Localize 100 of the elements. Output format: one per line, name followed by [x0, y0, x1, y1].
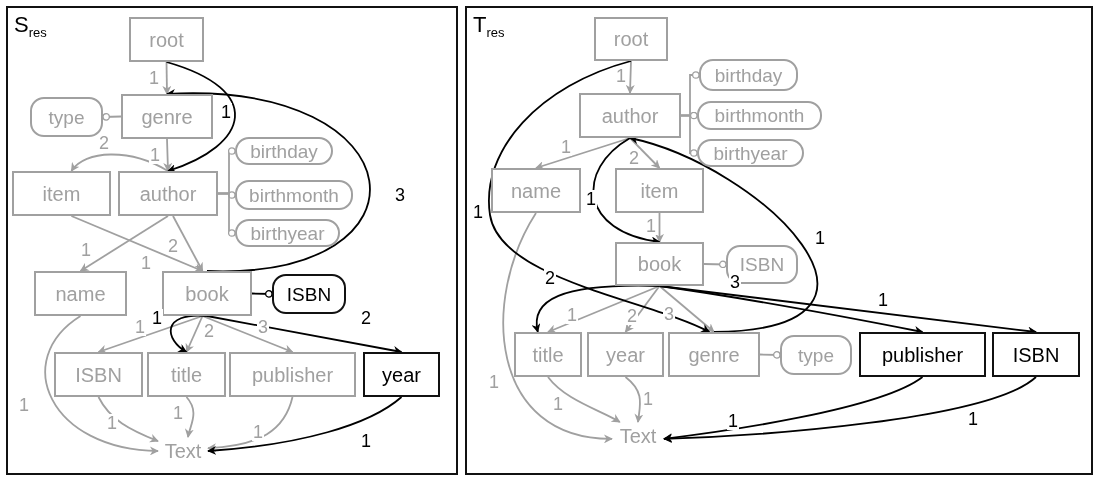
- arrow: [592, 137, 661, 245]
- arrow: [97, 396, 159, 443]
- edge-label: 3: [729, 273, 741, 291]
- arrow: [625, 60, 635, 94]
- node-label: publisher: [251, 364, 334, 385]
- arrow: [97, 315, 204, 354]
- edge-label: 1: [645, 217, 657, 235]
- node-label: author: [139, 183, 197, 204]
- node-label: ISBN: [739, 255, 785, 274]
- edge-label: 1: [80, 241, 92, 259]
- edge-label: 1: [18, 396, 30, 414]
- edge-label: 1: [148, 69, 160, 87]
- node-label: ISBN: [286, 284, 332, 304]
- node-label: publisher: [881, 344, 964, 365]
- attribute-connector: [251, 290, 273, 298]
- edge-label: 2: [203, 322, 215, 340]
- arrow: [172, 215, 204, 272]
- edge-label: 1: [220, 103, 232, 121]
- panel-title: S$_{res}$: [14, 12, 47, 41]
- node-label: Text: [158, 437, 208, 465]
- attribute-connector: [680, 114, 698, 157]
- edge-label: 1: [877, 291, 889, 309]
- node-label: title: [170, 364, 203, 385]
- edge-label: 1: [814, 229, 826, 247]
- edge-label: 1: [149, 146, 161, 164]
- edge-label: 2: [360, 309, 372, 327]
- arrow: [162, 61, 172, 95]
- element-box: [859, 332, 986, 377]
- node-label: title: [532, 344, 564, 365]
- edge-label: 1: [106, 414, 118, 432]
- node-label: birthmonth: [249, 185, 339, 205]
- element-box: [162, 271, 252, 316]
- arrow: [185, 396, 195, 438]
- arrow: [502, 212, 613, 443]
- edge-label: 1: [566, 306, 578, 324]
- edge-label: 2: [626, 307, 638, 325]
- element-box: [579, 93, 681, 138]
- element-box: [34, 271, 127, 316]
- element-box: [121, 94, 213, 139]
- element-box: [615, 242, 704, 286]
- arrow: [165, 61, 236, 173]
- arrow: [663, 376, 1037, 443]
- edge-label: 1: [134, 318, 146, 336]
- node-label: year: [606, 344, 645, 365]
- edge-label: 2: [167, 237, 179, 255]
- edge-label: 1: [585, 190, 597, 208]
- element-box: [491, 168, 581, 213]
- node-label: book: [637, 254, 682, 274]
- arrow: [655, 212, 664, 243]
- element-box: [587, 332, 664, 377]
- edge-label: 1: [560, 138, 572, 156]
- node-label: author: [601, 105, 659, 126]
- node-label: item: [42, 183, 81, 204]
- edge-label: 1: [615, 67, 627, 85]
- arrow: [70, 215, 204, 272]
- node-label: Text: [612, 422, 664, 450]
- node-label: type: [798, 345, 834, 365]
- edge-label: 1: [140, 254, 152, 272]
- element-box: [514, 332, 582, 377]
- node-label: name: [55, 283, 106, 304]
- attribute-connector: [759, 351, 781, 359]
- element-box: [12, 171, 111, 216]
- attribute-connector: [217, 192, 236, 237]
- element-box: [129, 17, 204, 62]
- node-label: genre: [688, 344, 740, 365]
- panel-title: T$_{res}$: [473, 12, 505, 41]
- arrow: [663, 376, 924, 443]
- element-box: [118, 171, 218, 216]
- arrow: [488, 60, 711, 333]
- arrow: [163, 138, 173, 172]
- edge-label: 1: [252, 423, 264, 441]
- attribute-connector: [102, 113, 122, 121]
- element-box: [229, 352, 356, 397]
- edge-label: 1: [488, 373, 500, 391]
- node-label: root: [149, 29, 184, 50]
- element-box: [363, 352, 440, 397]
- edge-label: 1: [472, 203, 484, 221]
- arrow: [206, 315, 403, 355]
- element-box: [147, 352, 226, 397]
- edge-label: 3: [257, 318, 269, 336]
- attribute-connector: [703, 260, 727, 269]
- edge-label: 1: [151, 309, 163, 327]
- node-label: type: [48, 107, 85, 127]
- node-label: birthyear: [250, 223, 325, 243]
- element-box: [594, 17, 668, 61]
- arrow: [629, 137, 661, 169]
- element-box: [992, 332, 1080, 377]
- node-label: book: [185, 283, 229, 304]
- element-box: [668, 332, 760, 377]
- node-label: ISBN: [75, 364, 122, 385]
- arrow: [79, 215, 169, 272]
- arrow: [658, 285, 715, 333]
- edge-label: 2: [628, 149, 640, 167]
- arrow: [207, 396, 294, 453]
- element-box: [54, 352, 143, 397]
- edge-label: 3: [394, 186, 406, 204]
- edge-label: 2: [98, 134, 110, 152]
- node-label: birthday: [714, 65, 783, 85]
- edge-label: 1: [727, 412, 739, 430]
- arrow: [166, 89, 371, 272]
